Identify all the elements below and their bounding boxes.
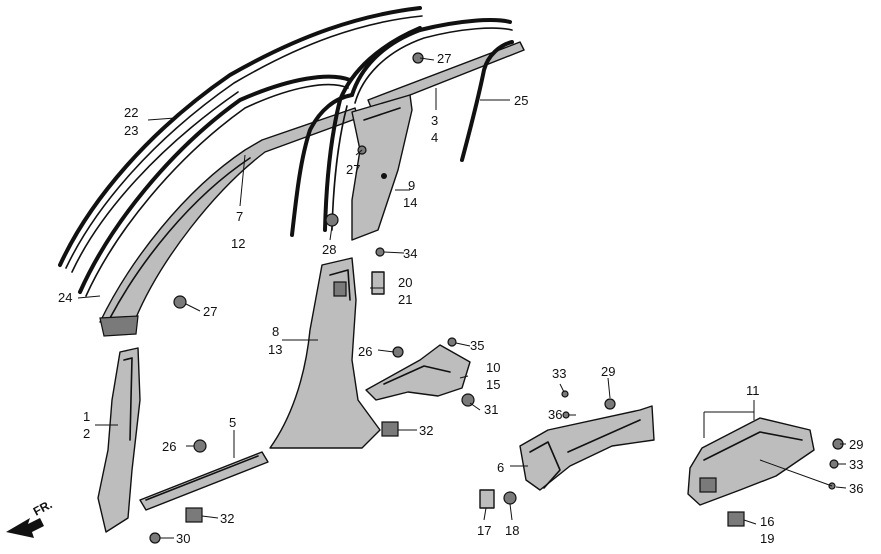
front-direction-arrow: FR. <box>6 497 54 538</box>
center-pillar-lower-garnish <box>269 257 381 449</box>
sill-garnish <box>139 451 269 511</box>
leader-lines <box>77 57 847 539</box>
callout-25: 25 <box>514 93 528 108</box>
callout-26-upper: 26 <box>358 344 372 359</box>
callout-4: 4 <box>431 130 438 145</box>
callout-27-mid: 27 <box>346 162 360 177</box>
callout-30: 30 <box>176 531 190 546</box>
center-pillar-upper-garnish <box>351 94 413 241</box>
callout-22: 22 <box>124 105 138 120</box>
front-pillar-garnish <box>99 107 359 337</box>
direction-label: FR. <box>31 497 55 518</box>
callout-16: 16 <box>760 514 774 529</box>
callout-8: 8 <box>272 324 279 339</box>
callout-29-right: 29 <box>849 437 863 452</box>
callout-13: 13 <box>268 342 282 357</box>
callout-23: 23 <box>124 123 138 138</box>
callout-10: 10 <box>486 360 500 375</box>
rear-side-trim <box>519 405 655 491</box>
callout-26-lower: 26 <box>162 439 176 454</box>
rear-door-opening-trim <box>350 18 525 111</box>
roof-weatherstrip <box>58 6 423 273</box>
callout-17: 17 <box>477 523 491 538</box>
callout-18: 18 <box>505 523 519 538</box>
callout-33-right: 33 <box>849 457 863 472</box>
callout-32-lower: 32 <box>220 511 234 526</box>
rear-tray-cover <box>687 417 815 506</box>
callout-28: 28 <box>322 242 336 257</box>
callout-6: 6 <box>497 460 504 475</box>
callout-7: 7 <box>236 209 243 224</box>
callout-12: 12 <box>231 236 245 251</box>
callout-2: 2 <box>83 426 90 441</box>
callout-32-upper: 32 <box>419 423 433 438</box>
callout-35: 35 <box>470 338 484 353</box>
callout-27-top: 27 <box>437 51 451 66</box>
callout-20: 20 <box>398 275 412 290</box>
callout-21: 21 <box>398 292 412 307</box>
rear-bracket <box>365 344 471 401</box>
callout-1: 1 <box>83 409 90 424</box>
callout-9: 9 <box>408 178 415 193</box>
callout-31: 31 <box>484 402 498 417</box>
callout-34: 34 <box>403 246 417 261</box>
callout-3: 3 <box>431 113 438 128</box>
fasteners <box>149 52 844 544</box>
callout-11: 11 <box>746 383 760 398</box>
callout-27-low: 27 <box>203 304 217 319</box>
callout-36-right: 36 <box>849 481 863 496</box>
callout-5: 5 <box>229 415 236 430</box>
quarter-seal <box>460 40 514 162</box>
callout-24: 24 <box>58 290 72 305</box>
callout-19: 19 <box>760 531 774 546</box>
callout-14: 14 <box>403 195 417 210</box>
callouts: 22 23 24 7 12 27 3 4 25 27 9 14 28 34 20… <box>58 51 863 546</box>
front-pillar-lower-garnish <box>97 347 141 533</box>
callout-15: 15 <box>486 377 500 392</box>
callout-29-left: 29 <box>601 364 615 379</box>
callout-33-left: 33 <box>552 366 566 381</box>
door-opening-seal <box>78 74 352 297</box>
callout-36-left: 36 <box>548 407 562 422</box>
